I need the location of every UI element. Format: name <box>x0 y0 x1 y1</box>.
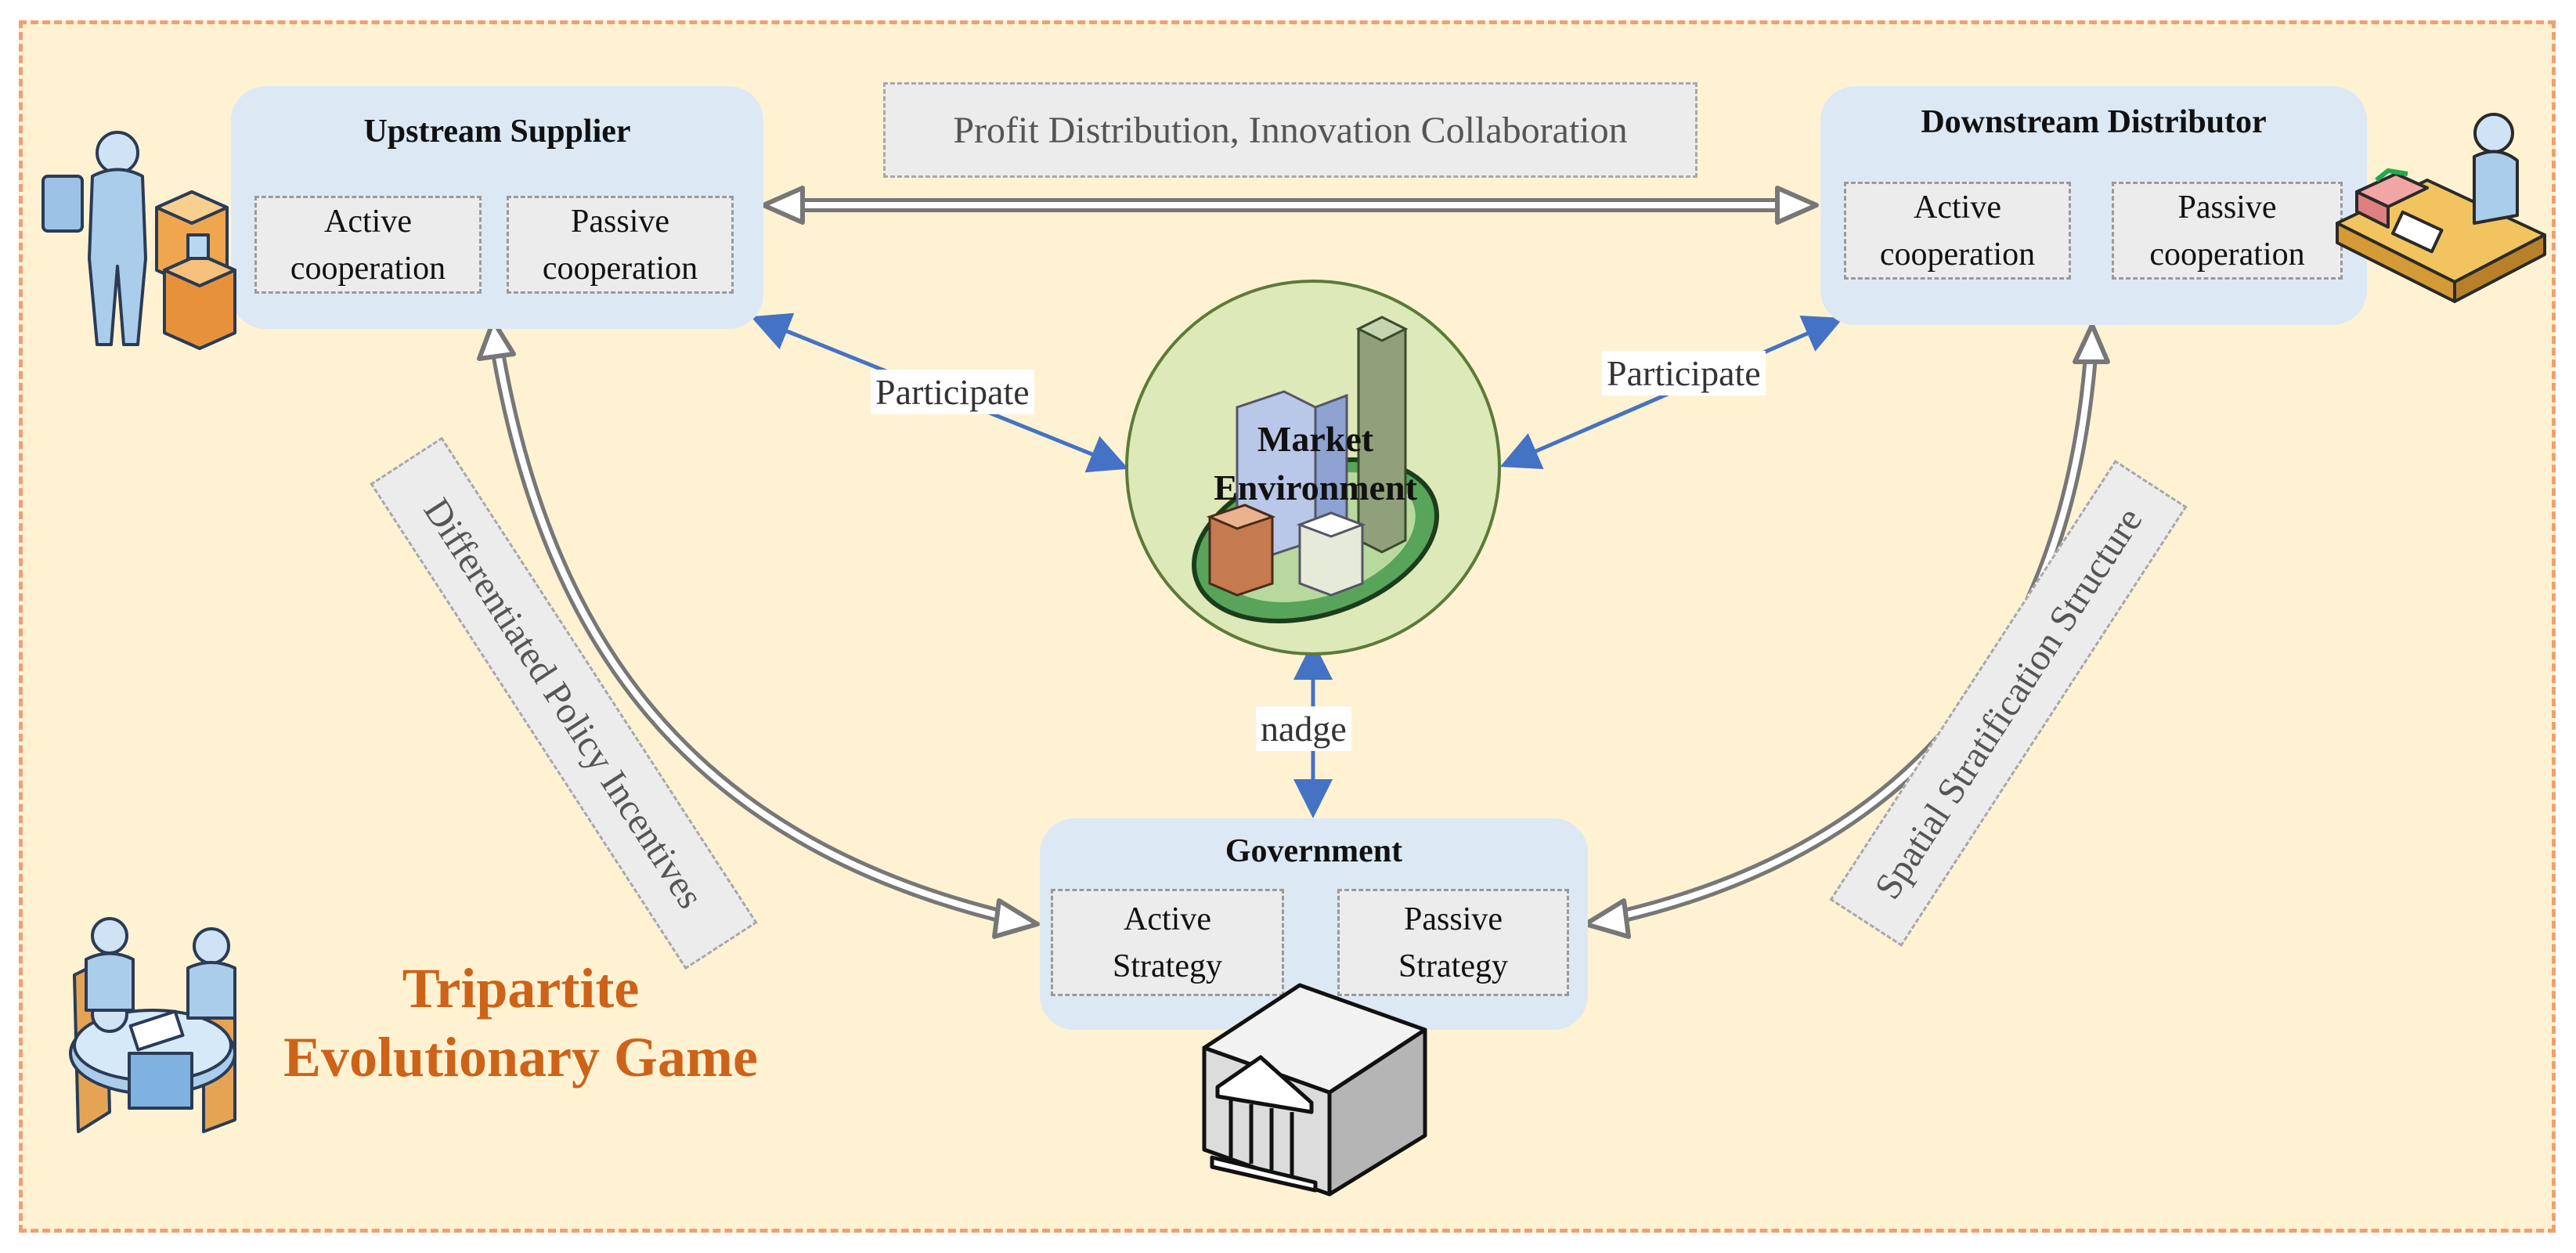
downstream-active-cooperation: Active cooperation <box>1844 182 2071 280</box>
policy-arrow <box>477 319 1040 939</box>
profit-arrow <box>761 186 1819 225</box>
game-title: Tripartite Evolutionary Game <box>283 957 758 1089</box>
government-active-strategy: Active Strategy <box>1051 889 1284 996</box>
nadge-label: nadge <box>1256 706 1351 751</box>
upstream-supplier-node: Upstream Supplier Active cooperation Pas… <box>231 86 763 329</box>
city-buildings-icon <box>1192 316 1439 623</box>
participate-right-label: Participate <box>1602 351 1766 395</box>
downstream-distributor-title: Downstream Distributor <box>1921 104 2267 140</box>
profit-innovation-label: Profit Distribution, Innovation Collabor… <box>883 82 1697 178</box>
upstream-active-cooperation: Active cooperation <box>254 196 482 294</box>
downstream-distributor-node: Downstream Distributor Active cooperatio… <box>1820 86 2367 325</box>
government-title: Government <box>1225 833 1403 869</box>
participate-left-label: Participate <box>871 370 1034 414</box>
market-environment-label: Market Environment <box>1214 419 1417 507</box>
upstream-supplier-title: Upstream Supplier <box>363 114 631 150</box>
government-passive-strategy: Passive Strategy <box>1337 889 1569 996</box>
downstream-passive-cooperation: Passive cooperation <box>2112 182 2343 280</box>
upstream-passive-cooperation: Passive cooperation <box>507 196 734 294</box>
government-node: Government Active Strategy Passive Strat… <box>1040 818 1588 1030</box>
